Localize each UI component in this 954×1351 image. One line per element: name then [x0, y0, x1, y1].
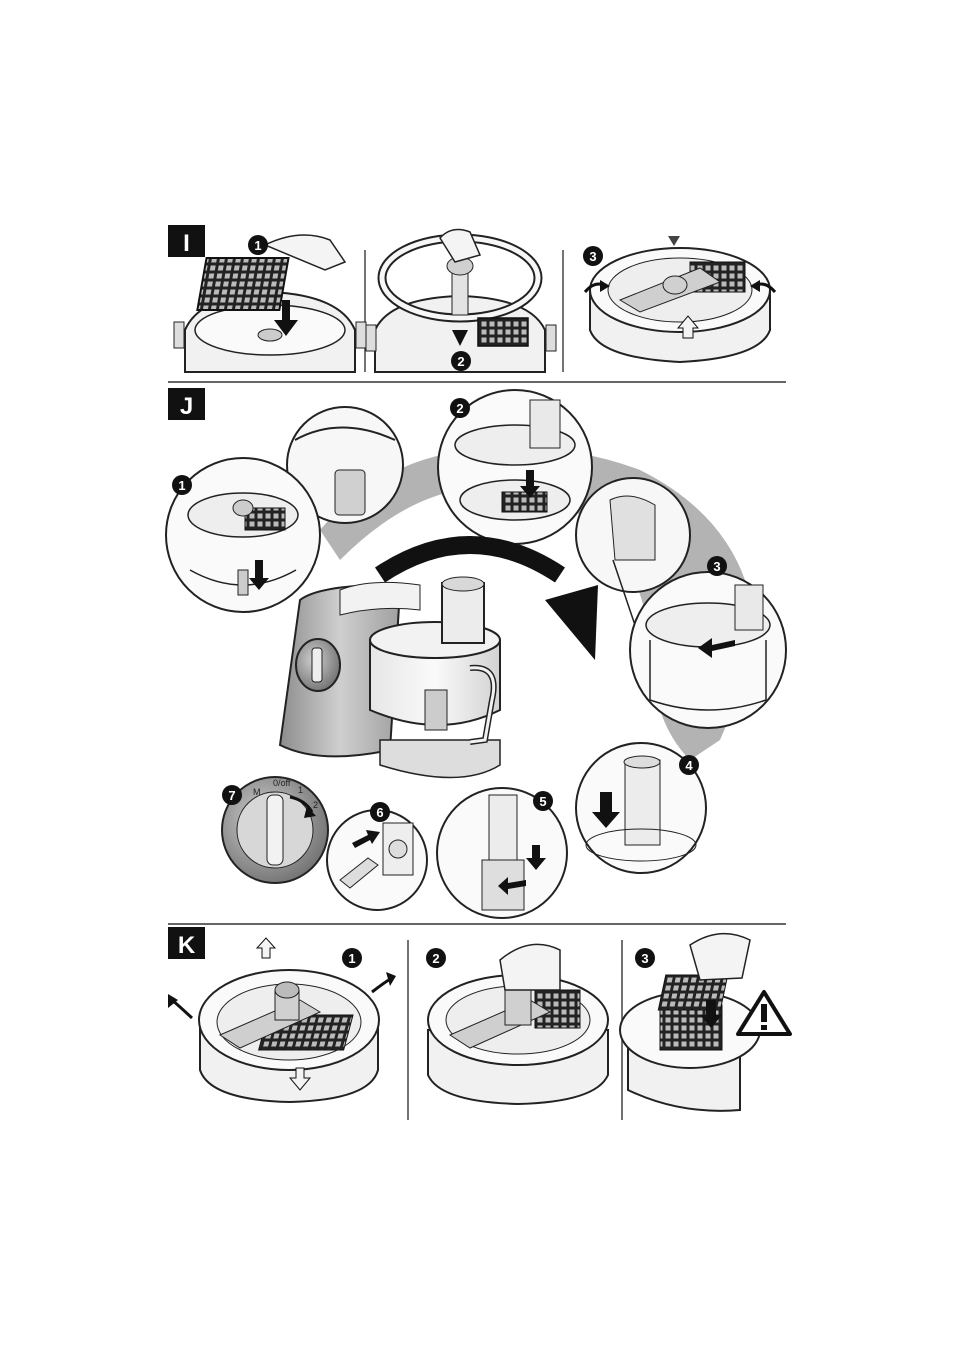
- step-number-k-1: 1: [342, 948, 362, 968]
- section-badge-k: K: [168, 927, 205, 959]
- step-number-j-5: 5: [533, 791, 553, 811]
- illustration-i-step-2: [366, 230, 556, 372]
- illustration-i-step-3: [585, 236, 775, 362]
- food-processor-main: [280, 577, 500, 778]
- step-number-k-2: 2: [426, 948, 446, 968]
- step-number-i-1: 1: [248, 235, 268, 255]
- svg-text:1: 1: [254, 238, 261, 253]
- step-number-i-3: 3: [583, 246, 603, 266]
- svg-text:1: 1: [178, 478, 185, 493]
- svg-text:2: 2: [456, 401, 463, 416]
- section-j: J: [166, 388, 786, 918]
- inset-j-step-3: [630, 572, 786, 728]
- step-number-i-2: 2: [451, 351, 471, 371]
- svg-text:6: 6: [376, 805, 383, 820]
- section-k: K: [168, 927, 790, 1120]
- svg-text:3: 3: [713, 559, 720, 574]
- illustration-k-step-1: [168, 938, 396, 1102]
- svg-text:3: 3: [589, 249, 596, 264]
- svg-text:1: 1: [348, 951, 355, 966]
- svg-text:4: 4: [685, 758, 693, 773]
- svg-text:2: 2: [457, 354, 464, 369]
- step-number-j-3: 3: [707, 556, 727, 576]
- svg-text:J: J: [180, 393, 193, 420]
- svg-text:M: M: [253, 787, 261, 797]
- illustration-k-step-2: [428, 944, 608, 1104]
- svg-text:K: K: [178, 932, 196, 959]
- step-number-j-2: 2: [450, 398, 470, 418]
- step-number-j-4: 4: [679, 755, 699, 775]
- svg-text:3: 3: [641, 951, 648, 966]
- svg-text:1: 1: [298, 785, 303, 795]
- svg-text:I: I: [183, 230, 190, 257]
- section-badge-j: J: [168, 388, 205, 420]
- svg-text:0/off: 0/off: [273, 778, 291, 788]
- step-number-j-6: 6: [370, 802, 390, 822]
- step-number-k-3: 3: [635, 948, 655, 968]
- svg-text:2: 2: [313, 800, 318, 810]
- svg-text:5: 5: [539, 794, 546, 809]
- section-i: I: [168, 225, 775, 372]
- step-number-j-7: 7: [222, 785, 242, 805]
- svg-text:7: 7: [228, 788, 235, 803]
- svg-text:2: 2: [432, 951, 439, 966]
- section-badge-i: I: [168, 225, 205, 257]
- step-number-j-1: 1: [172, 475, 192, 495]
- inset-j-step-6: [327, 810, 427, 910]
